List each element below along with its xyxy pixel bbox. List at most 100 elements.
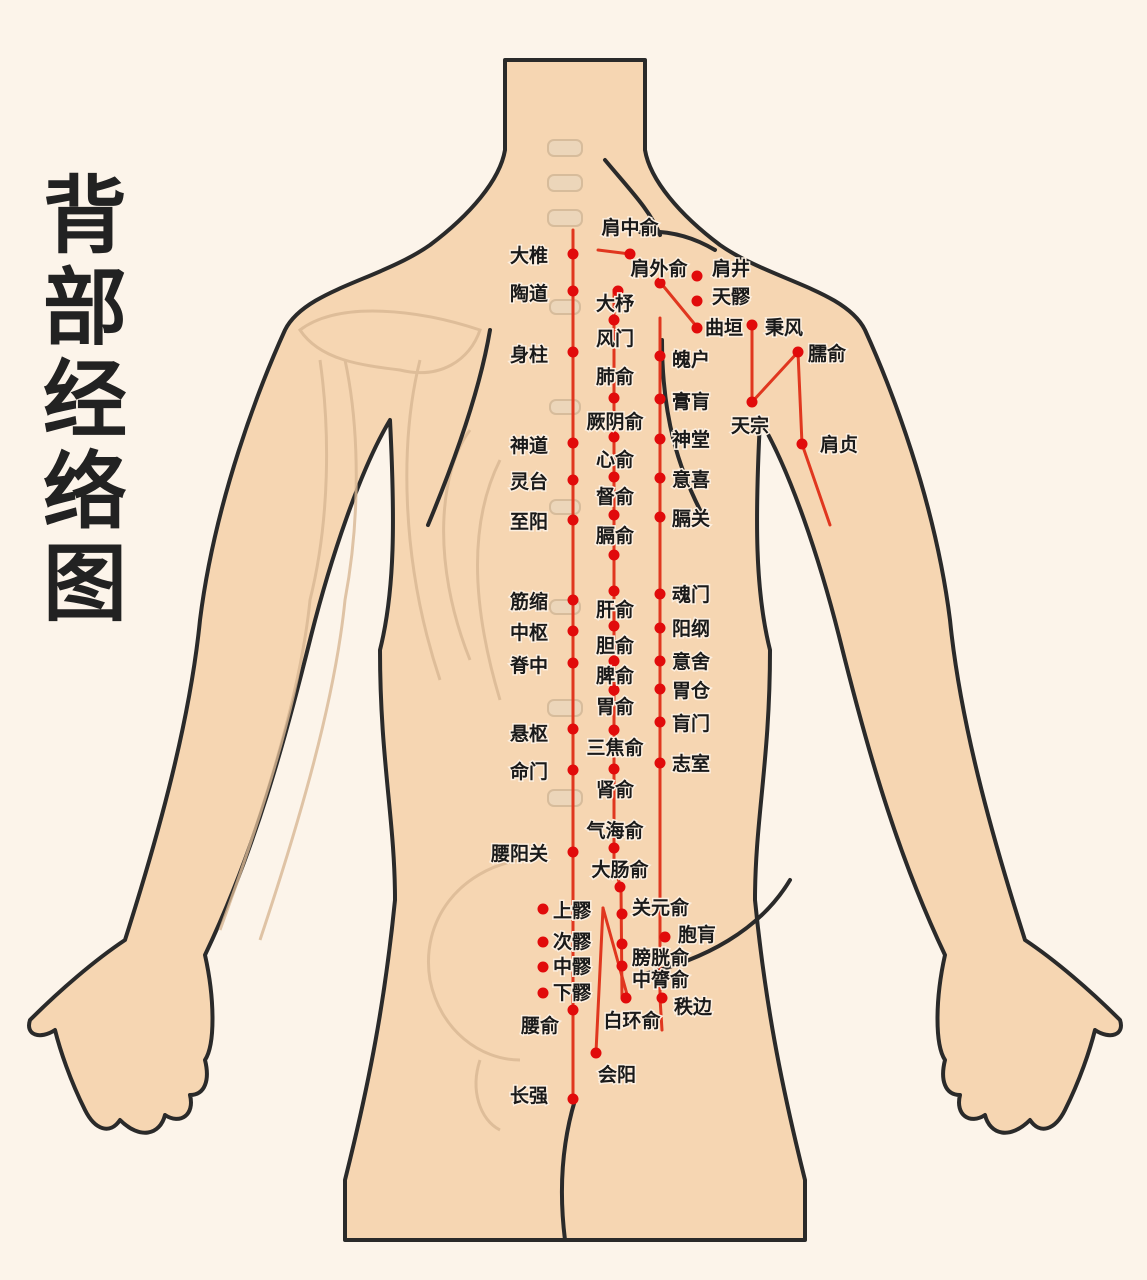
acupoint-marker-sacral-1	[537, 936, 549, 948]
acupoint-marker-sacral-2	[537, 961, 549, 973]
acupoint-label-bladder-outer-8: 胃仓	[672, 679, 711, 702]
acupoint-label-bladder-inner-11: 三焦俞	[586, 736, 644, 759]
acupoint-label-bladder-inner-18: 白环俞	[603, 1009, 661, 1032]
acupoint-label-du-meridian-4: 灵台	[510, 470, 548, 493]
acupoint-marker-bladder-outer-12	[656, 992, 668, 1004]
acupoint-marker-sacral-5	[590, 1047, 602, 1059]
acupoint-label-shoulder-2: 肩井	[712, 257, 750, 280]
acupoint-marker-sacral-4	[567, 1004, 579, 1016]
acupoint-marker-du-meridian-2	[567, 346, 579, 358]
acupoint-label-bladder-inner-5: 督俞	[596, 485, 635, 508]
acupoint-marker-shoulder-1	[654, 277, 666, 289]
acupoint-label-bladder-inner-16: 膀胱俞	[631, 946, 690, 969]
acupoint-label-bladder-inner-0: 大杼	[596, 292, 635, 315]
acupoint-marker-shoulder-4	[691, 322, 703, 334]
acupoint-marker-bladder-inner-17	[616, 960, 628, 972]
acupoint-label-shoulder-1: 肩外俞	[630, 257, 688, 280]
acupoint-label-bladder-outer-10: 志室	[672, 752, 710, 775]
acupoint-label-sacral-3: 下髎	[553, 982, 592, 1004]
acupoint-label-shoulder-4: 曲垣	[705, 317, 743, 339]
acupoint-label-sacral-2: 中髎	[553, 955, 592, 978]
acupoint-label-bladder-outer-3: 意喜	[672, 468, 710, 491]
acupoint-marker-shoulder-5	[746, 319, 758, 331]
acupoint-marker-shoulder-0	[624, 248, 636, 260]
acupoint-label-bladder-outer-9: 肓门	[672, 712, 710, 735]
acupoint-marker-bladder-inner-3	[608, 431, 620, 443]
acupoint-marker-bladder-inner-14	[614, 881, 626, 893]
muscle-lines	[426, 158, 792, 1242]
acupoint-label-bladder-inner-15: 关元俞	[632, 896, 690, 919]
acupoint-label-du-meridian-1: 陶道	[510, 282, 548, 305]
acupoint-marker-bladder-inner-8	[608, 620, 620, 632]
body-outline	[27, 58, 1123, 1242]
acupoint-marker-du-meridian-9	[567, 723, 579, 735]
acupoint-marker-bladder-inner-18	[620, 992, 632, 1004]
acupoint-label-du-meridian-8: 脊中	[509, 654, 548, 677]
acupoint-marker-bladder-inner-15	[616, 908, 628, 920]
acupoint-marker-bladder-outer-0	[654, 350, 666, 362]
acupoint-label-sacral-0: 上髎	[553, 900, 592, 922]
acupoint-label-bladder-inner-14: 大肠俞	[591, 858, 649, 881]
acupoint-label-bladder-inner-1: 风门	[596, 327, 634, 350]
acupoint-marker-bladder-inner-0	[612, 285, 624, 297]
acupoint-marker-shoulder-7	[746, 396, 758, 408]
acupoint-marker-bladder-inner-11	[608, 724, 620, 736]
sacral-line-1	[601, 906, 630, 1000]
acupoint-label-du-meridian-10: 命门	[510, 760, 548, 783]
acupoint-marker-bladder-outer-4	[654, 511, 666, 523]
acupoint-label-bladder-inner-3: 厥阴俞	[586, 410, 644, 433]
acupoint-marker-du-meridian-6	[567, 594, 579, 606]
acupoint-marker-bladder-inner-1	[608, 314, 620, 326]
acupoint-label-bladder-inner-7: 肝俞	[596, 598, 635, 621]
acupoint-marker-bladder-outer-3	[654, 472, 666, 484]
acupoint-marker-shoulder-2	[691, 270, 703, 282]
acupoint-marker-bladder-inner-13	[608, 842, 620, 854]
acupoint-marker-bladder-outer-9	[654, 716, 666, 728]
acupoint-label-du-meridian-3: 神道	[510, 434, 548, 457]
acupoint-marker-bladder-outer-1	[654, 393, 666, 405]
acupoint-marker-bladder-inner-16	[616, 938, 628, 950]
acupoint-label-bladder-inner-2: 肺俞	[596, 365, 635, 388]
shoulder-line-2	[658, 280, 699, 329]
acupoint-label-bladder-inner-10: 胃俞	[596, 695, 635, 718]
acupoint-label-bladder-outer-7: 意舍	[672, 650, 711, 673]
acupoint-label-bladder-outer-1: 膏肓	[672, 390, 710, 413]
acupoint-marker-bladder-inner-7	[608, 585, 620, 597]
acupoint-label-shoulder-6: 臑俞	[808, 342, 847, 365]
acupoint-marker-du-meridian-3	[567, 437, 579, 449]
acupoint-marker-bladder-inner-4	[608, 471, 620, 483]
sacral-line-2	[594, 906, 605, 1054]
acupoint-marker-sacral-3	[537, 987, 549, 999]
acupoint-label-shoulder-8: 肩贞	[820, 433, 858, 456]
acupoint-label-bladder-inner-12: 肾俞	[596, 778, 635, 801]
acupoint-label-shoulder-7: 天宗	[731, 414, 769, 437]
acupoint-label-du-meridian-12: 长强	[510, 1085, 548, 1107]
acupoint-label-shoulder-0: 肩中俞	[601, 216, 659, 239]
acupoint-marker-bladder-outer-2	[654, 433, 666, 445]
acupoint-marker-bladder-outer-7	[654, 655, 666, 667]
acupoint-marker-bladder-inner-9	[608, 655, 620, 667]
acupoint-label-bladder-outer-5: 魂门	[672, 583, 710, 606]
acupoint-marker-du-meridian-7	[567, 625, 579, 637]
acupoint-marker-du-meridian-10	[567, 764, 579, 776]
acupoint-label-du-meridian-2: 身柱	[510, 343, 548, 366]
acupoint-marker-du-meridian-1	[567, 285, 579, 297]
acupoint-marker-bladder-inner-12	[608, 763, 620, 775]
acupoint-marker-bladder-inner-5	[608, 509, 620, 521]
acupoint-label-du-meridian-11: 腰阳关	[490, 842, 548, 865]
acupoint-marker-du-meridian-4	[567, 474, 579, 486]
acupoint-label-bladder-outer-12: 秩边	[674, 996, 713, 1018]
acupoint-label-bladder-outer-6: 阳纲	[672, 617, 710, 640]
acupoint-label-bladder-outer-4: 膈关	[671, 507, 710, 530]
acupoint-label-shoulder-5: 秉风	[765, 316, 803, 339]
acupoint-label-sacral-5: 会阳	[598, 1063, 636, 1086]
acupoint-label-sacral-4: 腰俞	[520, 1014, 560, 1037]
acupoint-label-bladder-outer-11: 胞肓	[678, 923, 716, 946]
acupoint-marker-bladder-outer-6	[654, 622, 666, 634]
acupoint-label-bladder-inner-6: 膈俞	[595, 524, 635, 547]
acupoint-label-du-meridian-9: 悬枢	[510, 723, 548, 745]
acupoint-marker-bladder-outer-11	[659, 931, 671, 943]
acupoint-marker-du-meridian-0	[567, 248, 579, 260]
acupoint-label-bladder-inner-13: 气海俞	[585, 819, 644, 842]
